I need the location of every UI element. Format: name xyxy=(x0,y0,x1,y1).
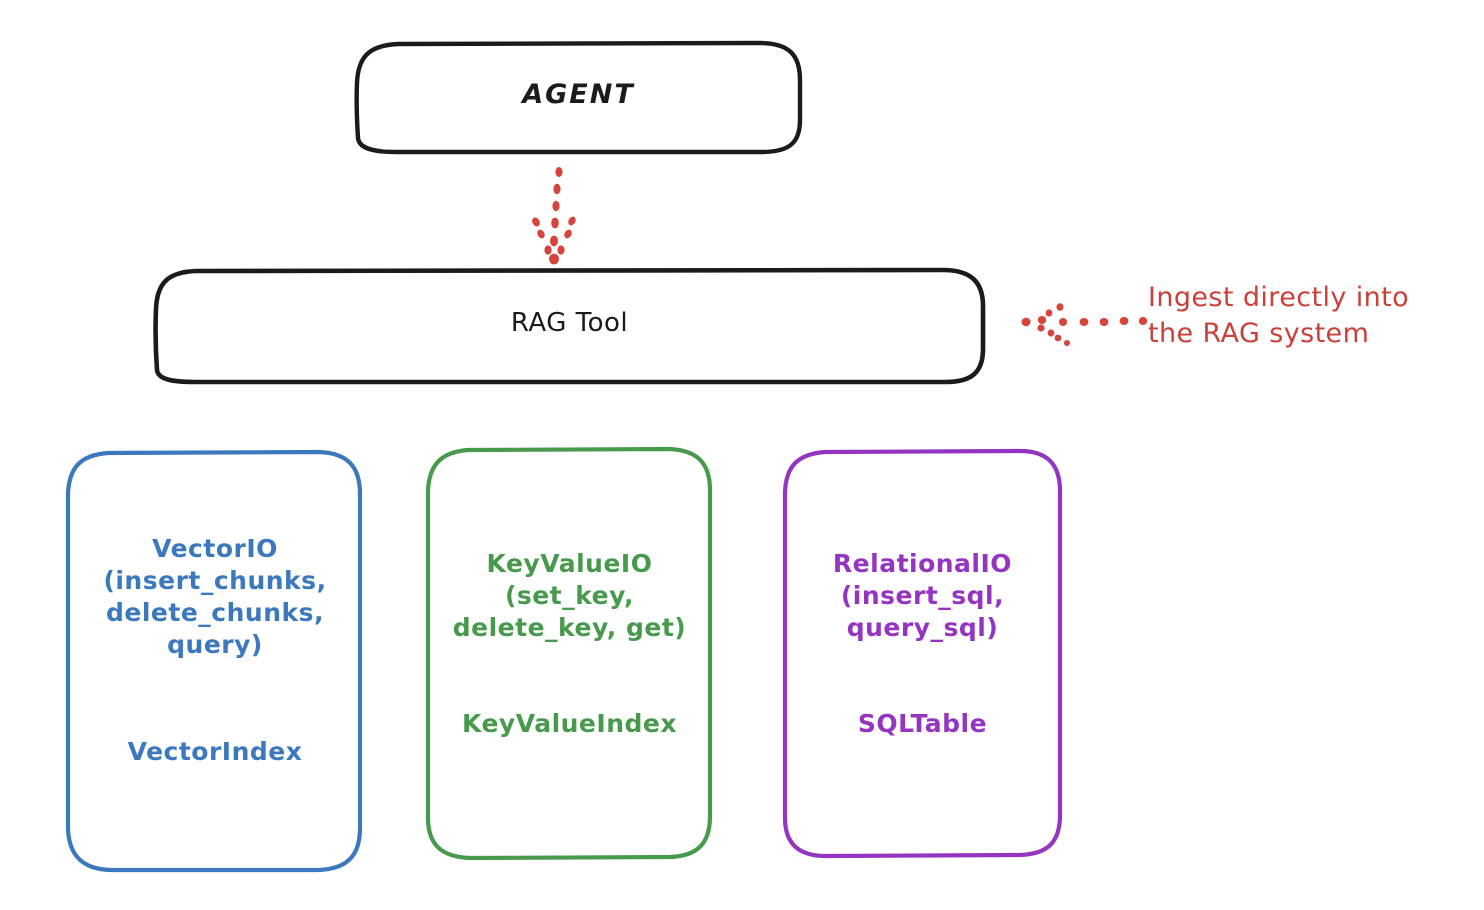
rag-tool-box-outline xyxy=(153,267,986,385)
agent-node[interactable] xyxy=(354,40,803,155)
relationalio-box-outline xyxy=(782,448,1063,859)
relationalio-node[interactable] xyxy=(782,448,1063,859)
agent-box-outline xyxy=(354,40,803,155)
dotted-arrow-left-icon xyxy=(1021,303,1148,346)
vectorio-box-outline xyxy=(65,449,363,873)
rag-tool-node[interactable] xyxy=(153,267,986,385)
keyvalueio-box-outline xyxy=(425,446,713,861)
dotted-arrow-down-icon xyxy=(532,167,576,265)
keyvalueio-node[interactable] xyxy=(425,446,713,861)
ingest-annotation-text: Ingest directly into the RAG system xyxy=(1148,282,1410,349)
vectorio-node[interactable] xyxy=(65,449,363,873)
